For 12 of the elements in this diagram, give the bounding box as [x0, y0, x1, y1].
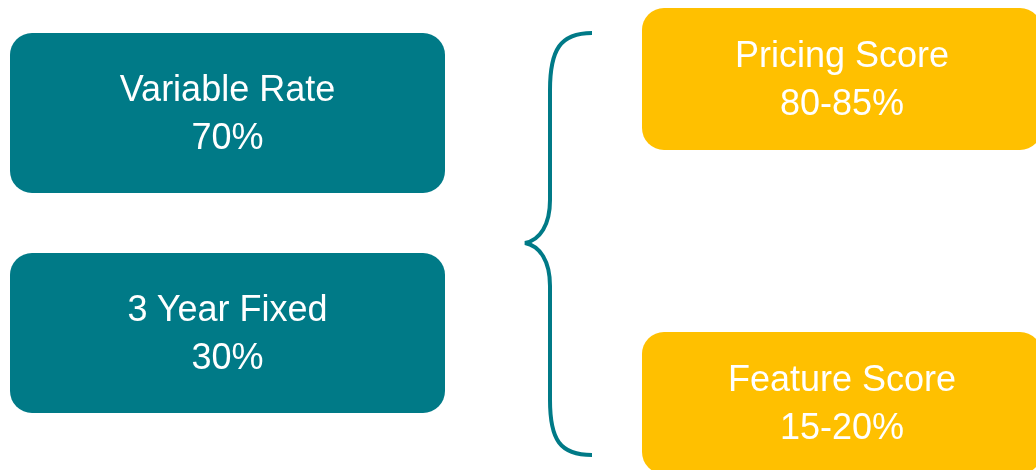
- option-card: [10, 253, 445, 413]
- percentage-text: 15-20%: [779, 405, 905, 449]
- option-card: [10, 33, 445, 193]
- percentage-text: 80-85%: [779, 81, 905, 125]
- percentage-text: 30%: [191, 335, 264, 379]
- card-heading: 3 Year Fixed: [127, 287, 328, 331]
- percentage-text: 70%: [191, 115, 264, 159]
- card-heading: Variable Rate: [119, 67, 336, 111]
- card-heading: Feature Score: [727, 357, 957, 401]
- score-card: [642, 8, 1036, 150]
- card-heading: Pricing Score: [734, 33, 950, 77]
- score-card: [642, 332, 1036, 470]
